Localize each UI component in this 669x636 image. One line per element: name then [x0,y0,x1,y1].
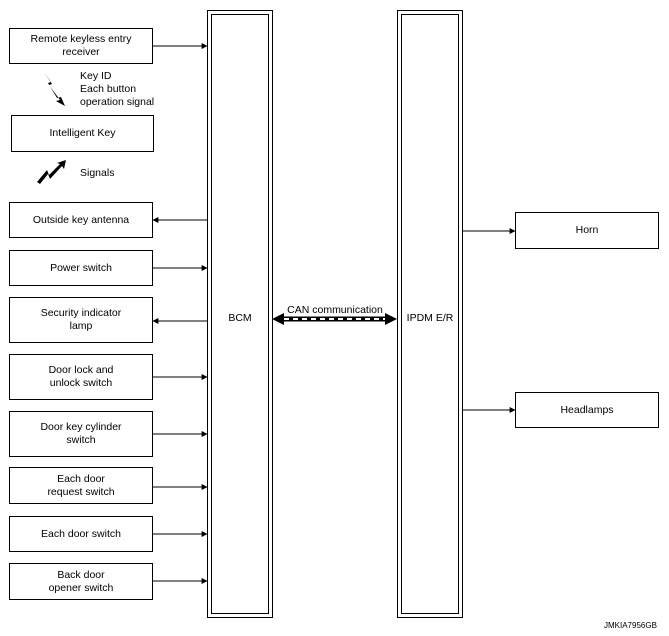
back-door-opener-switch-box: Back door opener switch [9,563,153,600]
can-communication-line [272,313,397,325]
can-communication-label: CAN communication [287,304,383,316]
remote-keyless-entry-receiver-box: Remote keyless entry receiver [9,28,153,64]
door-key-cylinder-switch-box: Door key cylinder switch [9,411,153,457]
intelligent-key-box: Intelligent Key [11,115,154,152]
signal-bolt-icon [37,160,66,184]
ipdm-er-block [397,10,463,618]
lightning-bolt-icon [44,72,65,106]
key-id-signal-label: Key ID Each button operation signal [80,70,155,108]
ipdm-er-label: IPDM E/R [406,312,454,324]
bcm-block [207,10,273,618]
horn-box: Horn [515,212,659,249]
security-indicator-lamp-box: Security indicator lamp [9,297,153,343]
signals-label: Signals [80,167,115,179]
door-lock-unlock-switch-box: Door lock and unlock switch [9,354,153,400]
each-door-request-switch-box: Each door request switch [9,467,153,504]
outside-key-antenna-box: Outside key antenna [9,202,153,238]
bcm-label: BCM [228,312,252,324]
figure-code: JMKIA7956GB [604,621,657,630]
headlamps-box: Headlamps [515,392,659,428]
power-switch-box: Power switch [9,250,153,286]
each-door-switch-box: Each door switch [9,516,153,552]
